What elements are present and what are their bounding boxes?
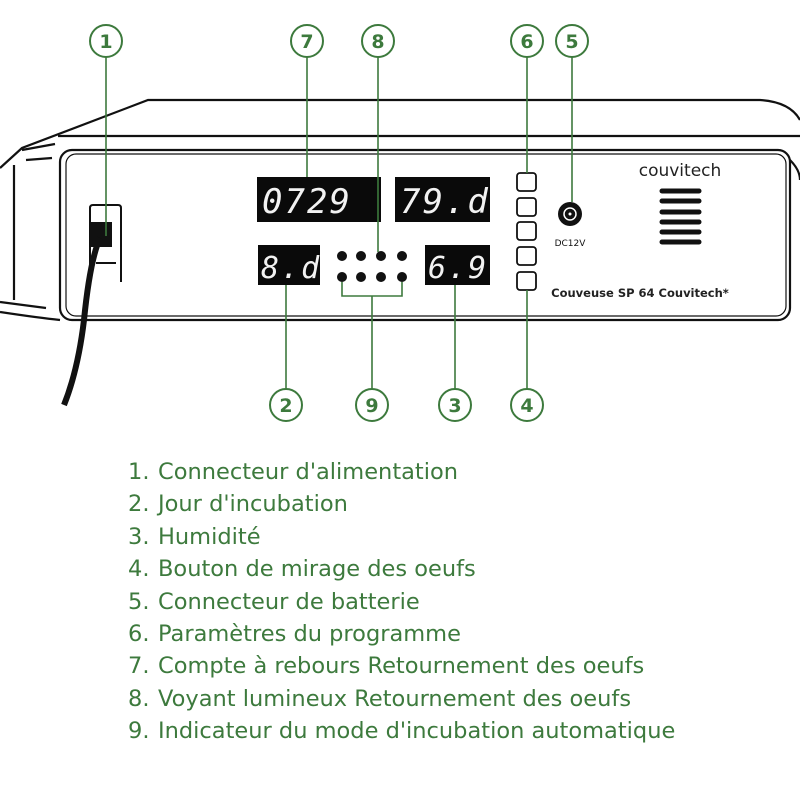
svg-text:7: 7 bbox=[300, 31, 313, 53]
badge-1: 1 bbox=[89, 24, 123, 58]
legend-item: 5.Connecteur de batterie bbox=[128, 588, 420, 615]
display-day: 8.d bbox=[258, 245, 321, 286]
speaker-grille bbox=[659, 188, 702, 245]
display-humidity-value: 6.9 bbox=[428, 251, 488, 286]
svg-text:8: 8 bbox=[371, 31, 384, 53]
badge-5: 5 bbox=[555, 24, 589, 58]
svg-text:5: 5 bbox=[565, 31, 578, 53]
legend-item: 8.Voyant lumineux Retournement des oeufs bbox=[128, 685, 632, 712]
svg-text:3: 3 bbox=[448, 395, 461, 417]
legend-item: 3.Humidité bbox=[128, 523, 261, 550]
badge-8: 8 bbox=[361, 24, 395, 58]
power-connector bbox=[61, 204, 122, 407]
legend-list: 1.Connecteur d'alimentation 2.Jour d'inc… bbox=[128, 456, 675, 748]
display-turning-countdown-value: 0729 bbox=[262, 182, 352, 222]
badge-4: 4 bbox=[510, 388, 544, 422]
display-day-value: 8.d bbox=[261, 251, 321, 286]
badge-6: 6 bbox=[510, 24, 544, 58]
badge-2: 2 bbox=[269, 388, 303, 422]
battery-jack: DC12V bbox=[555, 202, 587, 249]
svg-text:9: 9 bbox=[365, 395, 378, 417]
brand-logo: couvitech bbox=[639, 161, 722, 181]
display-temperature: 79.d bbox=[395, 177, 490, 222]
leader-lines bbox=[105, 57, 573, 389]
display-humidity: 6.9 bbox=[425, 245, 490, 286]
program-buttons[interactable] bbox=[516, 172, 537, 291]
svg-text:1: 1 bbox=[99, 31, 112, 53]
incubator-body bbox=[0, 98, 800, 322]
badge-9: 9 bbox=[355, 388, 389, 422]
display-temperature-value: 79.d bbox=[400, 182, 490, 222]
svg-text:4: 4 bbox=[520, 395, 533, 417]
badge-7: 7 bbox=[290, 24, 324, 58]
svg-text:6: 6 bbox=[520, 31, 533, 53]
model-label: Couveuse SP 64 Couvitech* bbox=[551, 286, 729, 300]
jack-label: DC12V bbox=[555, 239, 587, 249]
badge-3: 3 bbox=[438, 388, 472, 422]
legend-item: 7.Compte à rebours Retournement des oeuf… bbox=[128, 653, 645, 680]
legend-item: 2.Jour d'incubation bbox=[128, 491, 348, 518]
display-turning-countdown: 0729 bbox=[257, 177, 381, 222]
legend-item: 9.Indicateur du mode d'incubation automa… bbox=[128, 718, 676, 745]
indicator-leds bbox=[337, 251, 407, 282]
svg-text:2: 2 bbox=[279, 395, 292, 417]
legend-item: 1.Connecteur d'alimentation bbox=[128, 459, 459, 485]
legend-item: 6.Paramètres du programme bbox=[128, 620, 461, 647]
legend-item: 4.Bouton de mirage des oeufs bbox=[128, 556, 476, 583]
